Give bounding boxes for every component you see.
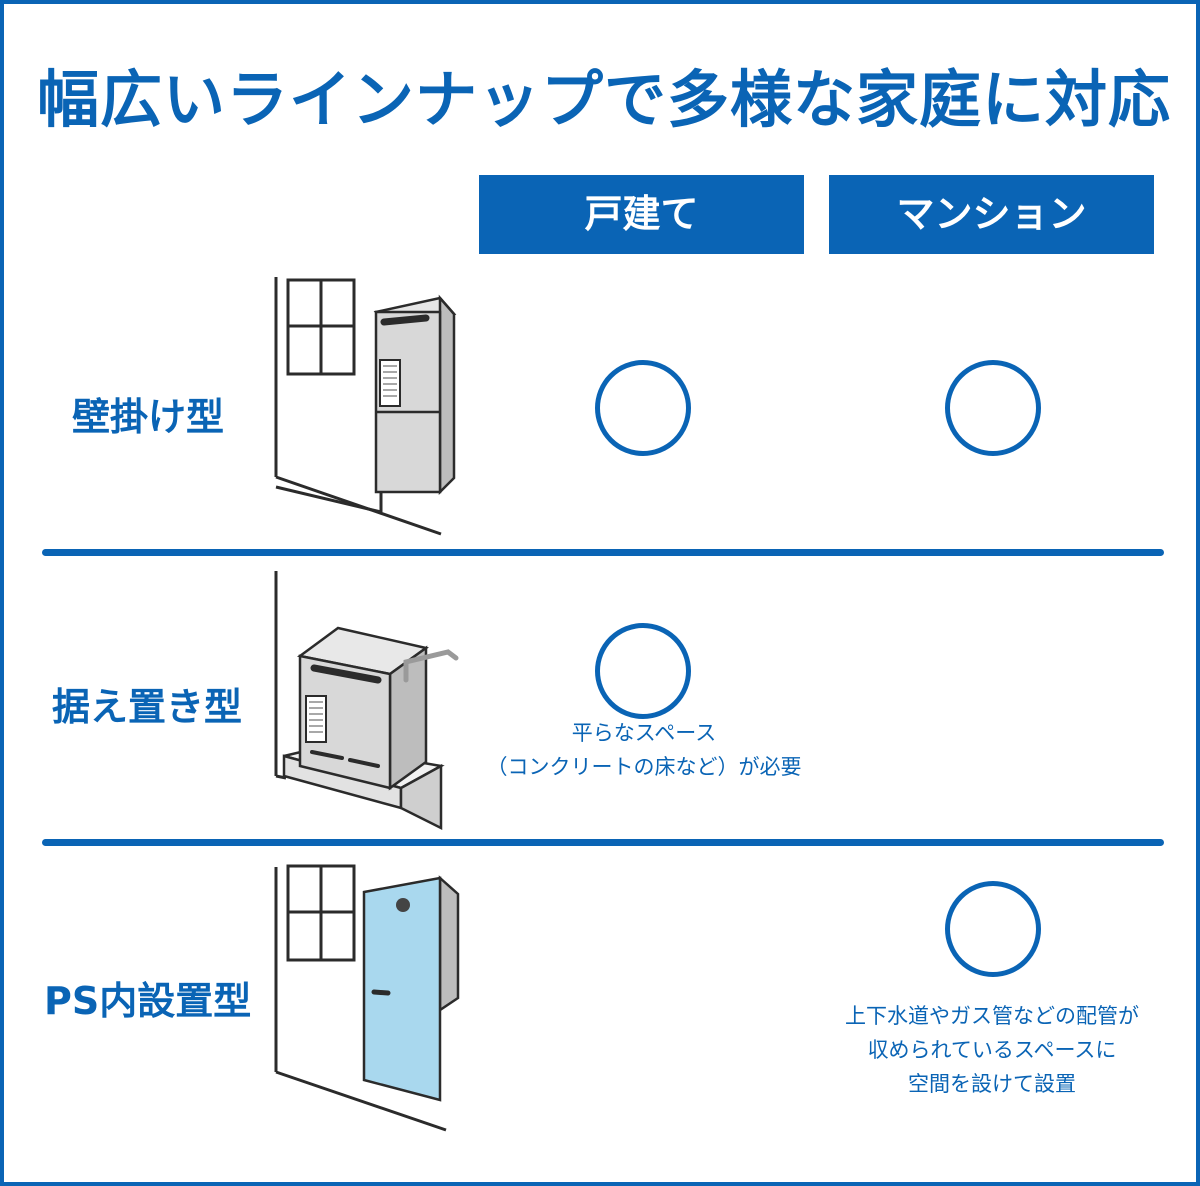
row-divider — [42, 549, 1164, 556]
ps-installation-mansion-note: 上下水道やガス管などの配管が 収められているスペースに 空間を設けて設置 — [794, 999, 1190, 1101]
note-line: 平らなスペース — [571, 721, 717, 745]
ps-installation-unit-illustration — [274, 864, 460, 1132]
availability-mark-wall-mounted-mansion — [945, 360, 1041, 456]
wall-mounted-unit-illustration — [274, 277, 457, 536]
note-line: 空間を設けて設置 — [908, 1072, 1076, 1096]
page-title: 幅広いラインナップで多様な家庭に対応 — [36, 63, 1171, 136]
note-line: （コンクリートの床など）が必要 — [486, 755, 802, 779]
availability-mark-floor-standing-house — [595, 623, 691, 719]
column-header-house: 戸建て — [479, 175, 804, 254]
note-line: 上下水道やガス管などの配管が — [845, 1004, 1139, 1028]
floor-standing-house-note: 平らなスペース （コンクリートの床など）が必要 — [449, 716, 839, 784]
note-line: 収められているスペースに — [867, 1038, 1117, 1062]
row-label-wall-mounted: 壁掛け型 — [72, 395, 225, 439]
floor-standing-unit-illustration — [274, 571, 459, 831]
row-label-floor-standing: 据え置き型 — [52, 685, 243, 729]
availability-mark-ps-installation-mansion — [945, 881, 1041, 977]
row-divider — [42, 839, 1164, 846]
row-label-ps-installation: PS内設置型 — [44, 979, 252, 1023]
column-header-mansion: マンション — [829, 175, 1154, 254]
availability-mark-wall-mounted-house — [595, 360, 691, 456]
